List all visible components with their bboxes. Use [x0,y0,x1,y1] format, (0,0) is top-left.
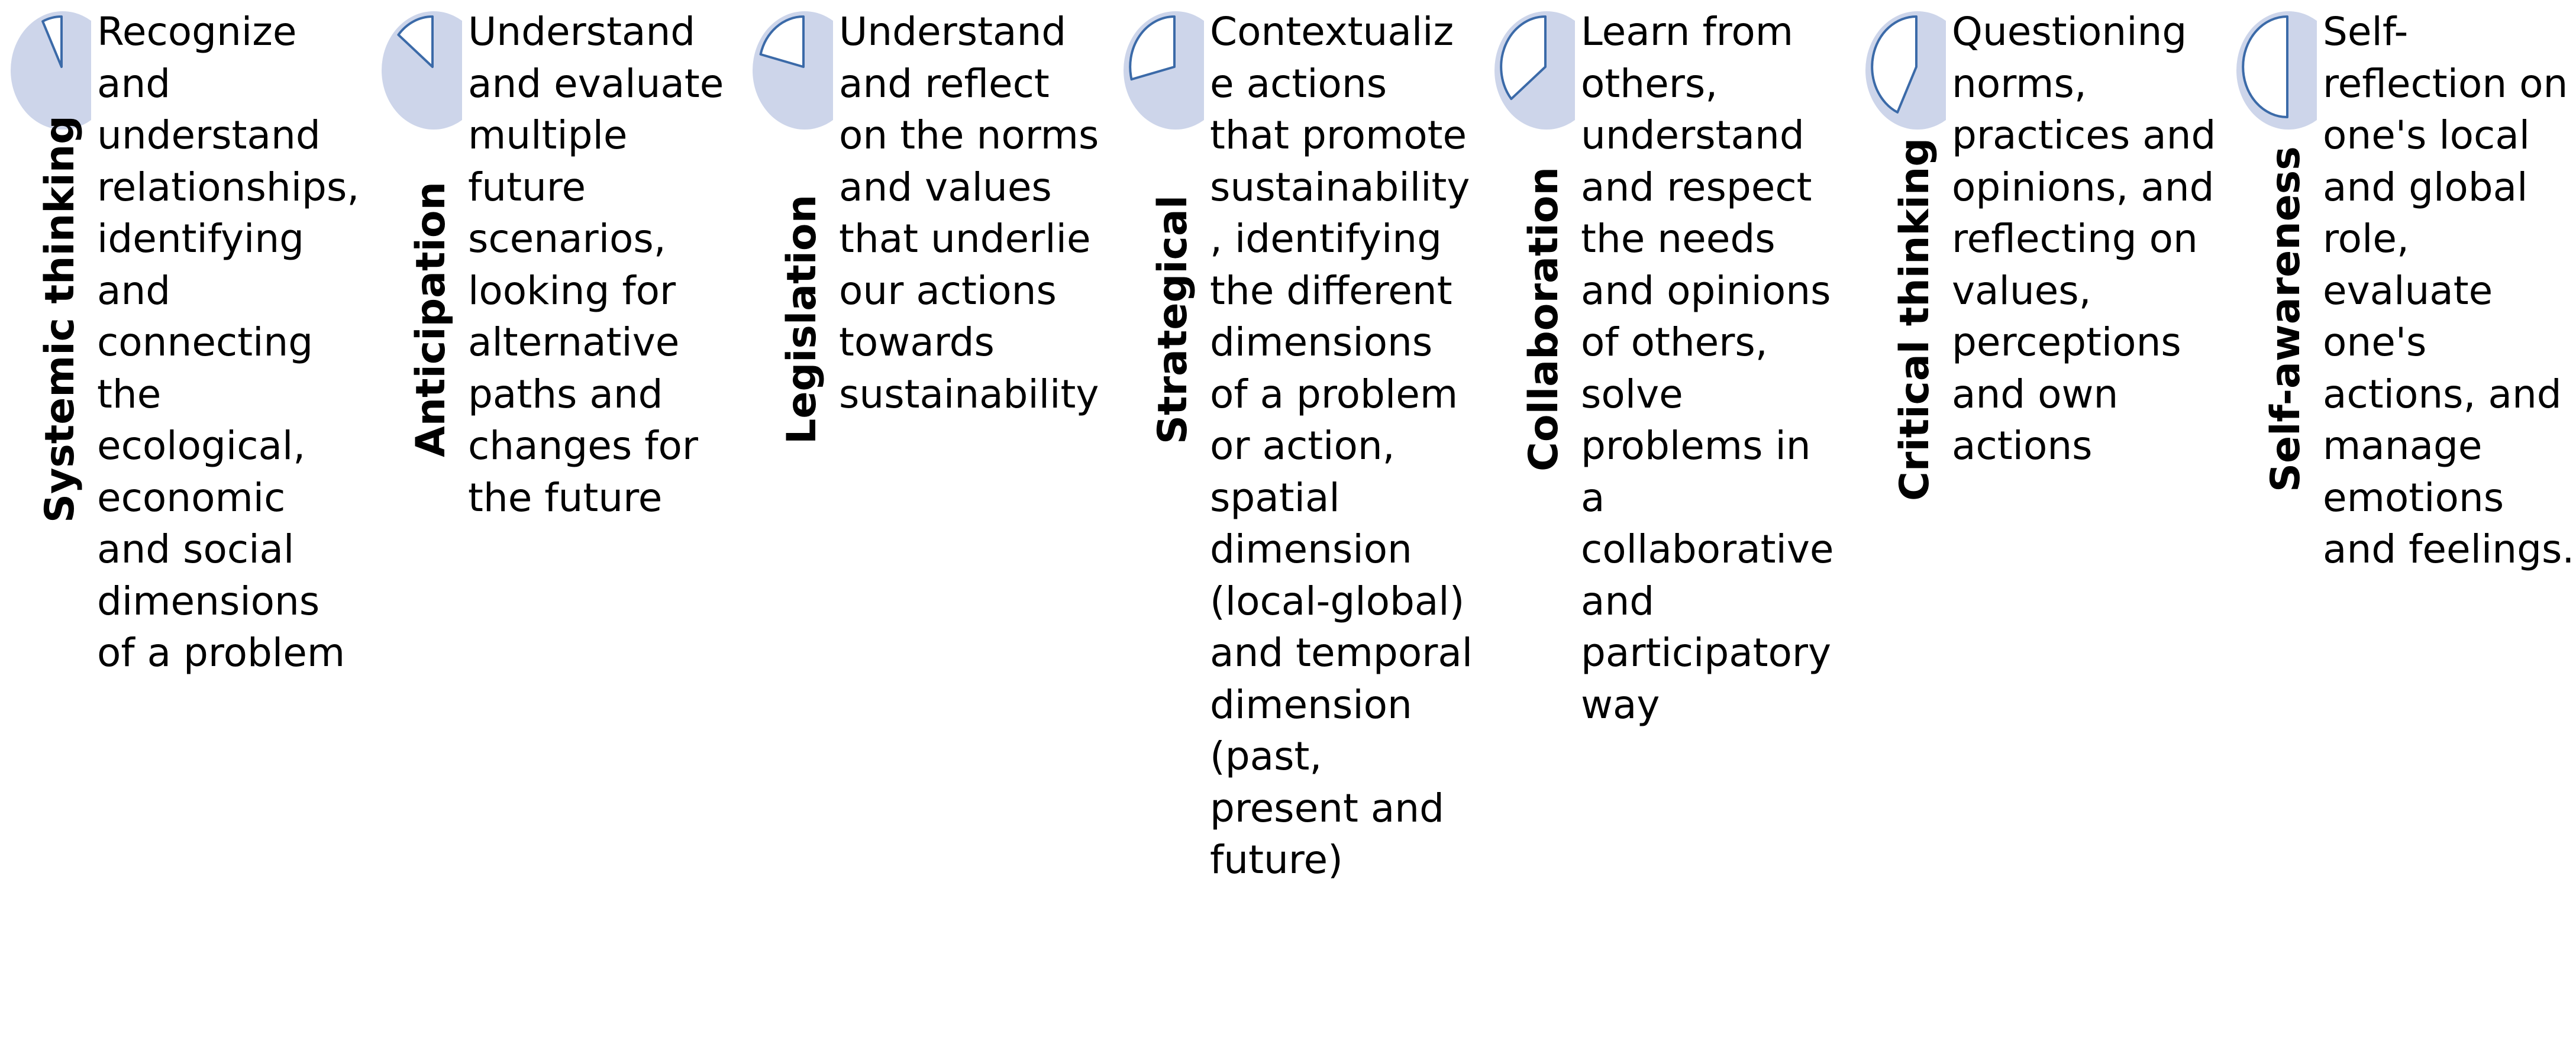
competency-legislation: Legislation Understand and reflect on th… [742,0,1110,1044]
competency-description: Self-reflection on one's local and globa… [2323,9,2575,572]
pie-icon [2236,11,2317,130]
competency-label: Self-awareness [2262,146,2309,493]
pie-icon [753,11,833,130]
pie-slice [397,15,434,68]
pie-slice [2242,15,2288,118]
competency-description: Understand and reflect on the norms and … [839,9,1099,417]
competency-critical-thinking: Critical thinking Questioning norms, pra… [1855,0,2223,1044]
pie-slice [41,15,63,68]
pie-slice [1871,15,1918,114]
competency-label: Collaboration [1521,167,1567,472]
pie-slice [759,15,805,68]
competency-collaboration: Collaboration Learn from others, underst… [1484,0,1852,1044]
competency-strategical: Strategical Contextualize actions that p… [1113,0,1481,1044]
pie-background [11,11,91,130]
competency-label: Legislation [779,194,825,445]
competency-description: Learn from others, understand and respec… [1581,9,1834,728]
competency-systemic-thinking: Systemic thinking Recognize and understa… [0,0,368,1044]
competency-label: Strategical [1150,195,1196,444]
pie-icon [1494,11,1575,130]
competency-label: Anticipation [408,182,454,457]
pie-icon [382,11,462,130]
competency-description: Understand and evaluate multiple future … [468,9,724,521]
competency-anticipation: Anticipation Understand and evaluate mul… [371,0,739,1044]
pie-icon [1124,11,1204,130]
pie-slice [1129,15,1176,81]
pie-background [382,11,462,130]
pie-slice [1500,15,1547,101]
pie-icon [11,11,91,130]
competency-description: Recognize and understand relationships, … [97,9,360,675]
competency-label: Systemic thinking [37,115,83,523]
competency-description: Contextualize actions that promote susta… [1210,9,1473,883]
competency-self-awareness: Self-awareness Self-reflection on one's … [2226,0,2576,1044]
competency-description: Questioning norms, practices and opinion… [1952,9,2216,468]
competency-label: Critical thinking [1891,138,1938,501]
pie-icon [1865,11,1946,130]
